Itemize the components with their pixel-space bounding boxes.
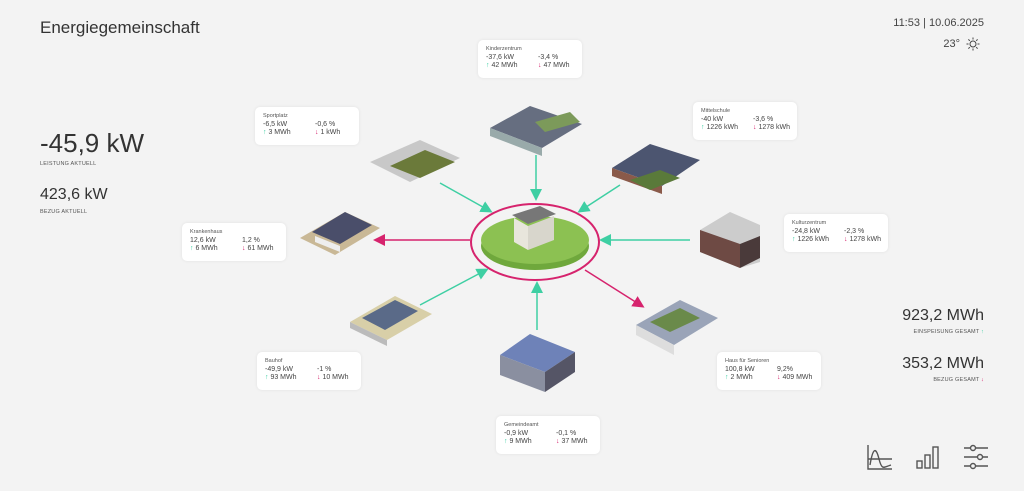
arrow-up-icon: ↑ bbox=[792, 236, 796, 243]
node-draw: ↓ 37 MWh bbox=[556, 438, 588, 445]
arrow-down-icon: ↓ bbox=[844, 236, 848, 243]
node-card-sportplatz[interactable]: Sportplatz -6,5 kW -0,6 % ↑ 3 MWh ↓ 1 kW… bbox=[255, 107, 359, 145]
arrow-down-icon: ↓ bbox=[777, 374, 781, 381]
node-feed: ↑ 93 MWh bbox=[265, 374, 297, 381]
arrow-down-icon: ↓ bbox=[317, 374, 321, 381]
node-name: Sportplatz bbox=[263, 113, 288, 119]
node-card-bauhof[interactable]: Bauhof -49,9 kW -1 % ↑ 93 MWh ↓ 10 MWh bbox=[257, 352, 361, 390]
node-feed: ↑ 42 MWh bbox=[486, 62, 518, 69]
node-power: -40 kW bbox=[701, 116, 724, 123]
line-chart-icon[interactable] bbox=[866, 443, 894, 471]
building-mittelschule bbox=[612, 144, 700, 194]
node-name: Mittelschule bbox=[701, 108, 731, 114]
node-card-senioren[interactable]: Haus für Senioren 100,8 kW 9,2% ↑ 2 MWh … bbox=[717, 352, 821, 390]
datetime: 11:53 | 10.06.2025 bbox=[893, 17, 984, 29]
node-name: Bauhof bbox=[265, 358, 283, 364]
node-draw: ↓ 1278 kWh bbox=[753, 124, 790, 131]
building-bauhof bbox=[350, 296, 432, 346]
flow-arrow-bauhof bbox=[419, 268, 489, 306]
node-name: Haus für Senioren bbox=[725, 358, 770, 364]
weather: 23° bbox=[943, 37, 980, 51]
node-percent: -3,4 % bbox=[538, 54, 559, 61]
node-draw: ↓ 1 kWh bbox=[315, 129, 341, 136]
node-power: -6,5 kW bbox=[263, 121, 288, 128]
node-power: -0,9 kW bbox=[504, 430, 529, 437]
arrow-down-icon: ↓ bbox=[315, 129, 319, 136]
node-power: -49,9 kW bbox=[265, 366, 294, 373]
current-power: -45,9 kW LEISTUNG AKTUELL bbox=[40, 128, 145, 167]
arrow-down-icon: ↓ bbox=[242, 245, 246, 252]
node-card-kinderzentrum[interactable]: Kinderzentrum -37,6 kW -3,4 % ↑ 42 MWh ↓… bbox=[478, 40, 582, 78]
arrow-down-icon: ↓ bbox=[538, 62, 542, 69]
node-feed: ↑ 1226 kWh bbox=[792, 236, 829, 243]
flow-arrow-mittelschule bbox=[577, 184, 621, 213]
node-feed: ↑ 1226 kWh bbox=[701, 124, 738, 131]
arrow-up-icon: ↑ bbox=[265, 374, 269, 381]
flow-arrow-sportplatz bbox=[439, 182, 493, 213]
sun-icon bbox=[966, 37, 980, 51]
node-draw: ↓ 61 MWh bbox=[242, 245, 274, 252]
node-draw: ↓ 409 MWh bbox=[777, 374, 813, 381]
node-feed: ↑ 9 MWh bbox=[504, 438, 532, 445]
sliders-icon[interactable] bbox=[962, 443, 990, 471]
building-kulturzentrum bbox=[700, 212, 760, 268]
arrow-up-icon: ↑ bbox=[190, 245, 194, 252]
node-draw: ↓ 10 MWh bbox=[317, 374, 349, 381]
bar-chart-icon[interactable] bbox=[914, 443, 942, 471]
building-krankenhaus bbox=[300, 212, 380, 255]
temperature: 23° bbox=[943, 38, 960, 50]
page-title: Energiegemeinschaft bbox=[40, 18, 200, 37]
node-feed: ↑ 2 MWh bbox=[725, 374, 753, 381]
node-power: 100,8 kW bbox=[725, 366, 755, 373]
arrow-down-icon: ↓ bbox=[981, 377, 984, 383]
node-draw: ↓ 47 MWh bbox=[538, 62, 570, 69]
node-name: Kinderzentrum bbox=[486, 46, 522, 52]
arrow-down-icon: ↓ bbox=[753, 124, 757, 131]
building-kinderzentrum bbox=[490, 106, 582, 156]
building-sportplatz bbox=[370, 140, 460, 182]
node-card-krankenhaus[interactable]: Krankenhaus 12,6 kW 1,2 % ↑ 6 MWh ↓ 61 M… bbox=[182, 223, 286, 261]
flow-arrow-senioren bbox=[584, 269, 645, 308]
node-card-gemeindeamt[interactable]: Gemeindeamt -0,9 kW -0,1 % ↑ 9 MWh ↓ 37 … bbox=[496, 416, 600, 454]
central-hub bbox=[470, 203, 600, 281]
node-percent: -0,6 % bbox=[315, 121, 336, 128]
node-percent: 9,2% bbox=[777, 366, 793, 373]
arrow-down-icon: ↓ bbox=[556, 438, 560, 445]
arrow-up-icon: ↑ bbox=[504, 438, 508, 445]
node-card-kulturzentrum[interactable]: Kulturzentrum -24,8 kW -2,3 % ↑ 1226 kWh… bbox=[784, 214, 888, 252]
node-percent: -1 % bbox=[317, 366, 332, 373]
arrow-up-icon: ↑ bbox=[486, 62, 490, 69]
node-power: 12,6 kW bbox=[190, 237, 216, 244]
building-gemeindeamt bbox=[500, 334, 575, 392]
arrow-up-icon: ↑ bbox=[263, 129, 267, 136]
total-feed: 923,2 MWh EINSPEISUNG GESAMT ↑ bbox=[902, 307, 984, 335]
node-percent: 1,2 % bbox=[242, 237, 260, 244]
node-name: Gemeindeamt bbox=[504, 422, 539, 428]
node-percent: -0,1 % bbox=[556, 430, 577, 437]
node-feed: ↑ 3 MWh bbox=[263, 129, 291, 136]
node-name: Krankenhaus bbox=[190, 229, 223, 235]
node-percent: -2,3 % bbox=[844, 228, 865, 235]
total-draw: 353,2 MWh BEZUG GESAMT ↓ bbox=[902, 355, 984, 383]
building-senioren bbox=[636, 300, 718, 355]
arrow-up-icon: ↑ bbox=[981, 329, 984, 335]
node-feed: ↑ 6 MWh bbox=[190, 245, 218, 252]
current-draw: 423,6 kW BEZUG AKTUELL bbox=[40, 186, 108, 215]
node-power: -24,8 kW bbox=[792, 228, 821, 235]
node-card-mittelschule[interactable]: Mittelschule -40 kW -3,6 % ↑ 1226 kWh ↓ … bbox=[693, 102, 797, 140]
node-power: -37,6 kW bbox=[486, 54, 515, 61]
arrow-up-icon: ↑ bbox=[701, 124, 705, 131]
node-draw: ↓ 1278 kWh bbox=[844, 236, 881, 243]
node-percent: -3,6 % bbox=[753, 116, 774, 123]
node-name: Kulturzentrum bbox=[792, 220, 827, 226]
arrow-up-icon: ↑ bbox=[725, 374, 729, 381]
